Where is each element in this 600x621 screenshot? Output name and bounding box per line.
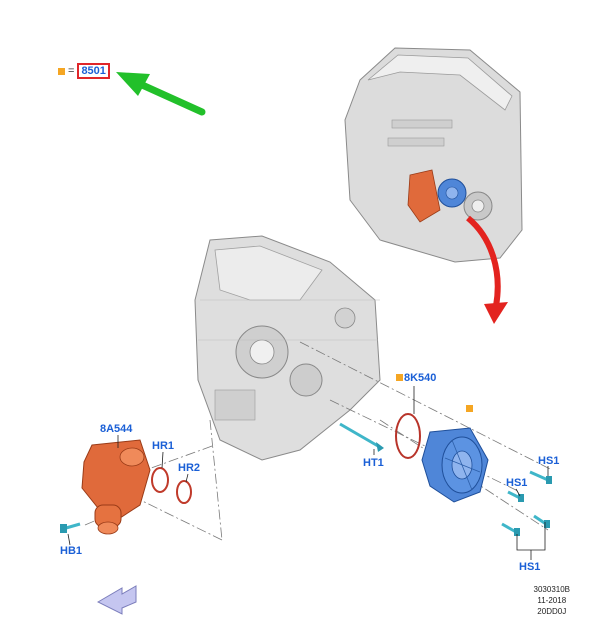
- callout-hs1-top[interactable]: HS1: [538, 455, 560, 467]
- bolt-hb1-illustration: [60, 522, 81, 533]
- alignment-lines: [84, 341, 553, 541]
- legend-marker-square: [58, 67, 65, 75]
- callout-hr1[interactable]: HR1: [152, 440, 175, 452]
- o-ring-hr1-illustration: [151, 467, 169, 493]
- bolt-hs1-top-illustration: [529, 470, 552, 484]
- callout-hs1-mid[interactable]: HS1: [506, 477, 528, 489]
- callout-ht1[interactable]: HT1: [363, 457, 384, 469]
- reference-model: 20DD0J: [537, 607, 567, 616]
- callout-8a544[interactable]: 8A544: [100, 423, 133, 435]
- bolt-hs1-lower-right-illustration: [533, 514, 550, 528]
- green-pointer-arrow: [116, 72, 206, 116]
- legend-equals: =: [68, 65, 75, 77]
- gasket-marker-square: [396, 374, 403, 381]
- engine-block-illustration: [194, 235, 381, 461]
- bolt-hs1-mid-illustration: [507, 490, 524, 502]
- bolt-hs1-lower-left-illustration: [501, 522, 520, 536]
- engine-overview-illustration: [344, 47, 523, 263]
- thermostat-housing-illustration: [81, 439, 151, 535]
- pump-marker-square: [466, 405, 473, 412]
- view-direction-arrow: [96, 585, 137, 615]
- callout-8k540[interactable]: 8K540: [404, 372, 437, 384]
- red-pointer-arrow: [466, 215, 508, 324]
- o-ring-hr2-illustration: [176, 480, 192, 504]
- reference-date: 11-2018: [537, 596, 567, 605]
- bolt-ht1-illustration: [339, 422, 384, 452]
- illustration-reference: 3030310B 11-2018 20DD0J: [534, 584, 570, 617]
- callout-hr2[interactable]: HR2: [178, 462, 201, 474]
- callout-hb1[interactable]: HB1: [60, 545, 83, 557]
- leader-lines: [67, 386, 549, 560]
- reference-code: 3030310B: [533, 585, 570, 594]
- base-part-number-link[interactable]: 8501: [77, 63, 110, 79]
- callout-hs1-bottom[interactable]: HS1: [519, 561, 541, 573]
- gasket-8k540-illustration: [395, 413, 421, 459]
- legend: = 8501: [58, 63, 110, 79]
- water-pump-illustration: [421, 427, 489, 503]
